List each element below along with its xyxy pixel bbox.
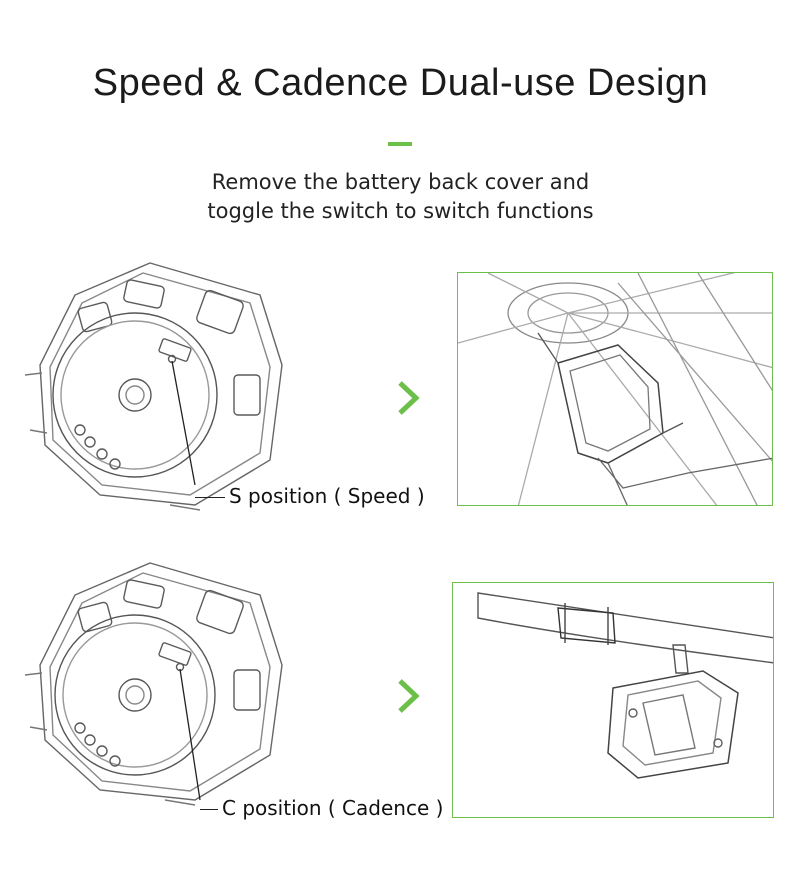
accent-divider <box>388 142 412 146</box>
subtitle-line-2: toggle the switch to switch functions <box>207 199 594 223</box>
callout-leader-line <box>195 497 225 498</box>
subtitle: Remove the battery back cover and toggle… <box>0 168 801 226</box>
sensor-illustration-speed <box>20 255 290 520</box>
callout-cadence: C position ( Cadence ) <box>200 796 443 820</box>
callout-leader-line <box>200 809 218 810</box>
crank-pedal-mount-illustration <box>452 582 774 818</box>
chevron-right-icon <box>397 678 421 714</box>
subtitle-line-1: Remove the battery back cover and <box>211 170 590 194</box>
label-speed: S position ( Speed ) <box>229 484 425 508</box>
sensor-illustration-cadence <box>20 555 290 815</box>
label-cadence: C position ( Cadence ) <box>222 796 444 820</box>
callout-speed: S position ( Speed ) <box>195 484 425 508</box>
page-title: Speed & Cadence Dual-use Design <box>92 62 709 104</box>
wheel-hub-mount-illustration <box>457 272 773 506</box>
chevron-right-icon <box>397 380 421 416</box>
